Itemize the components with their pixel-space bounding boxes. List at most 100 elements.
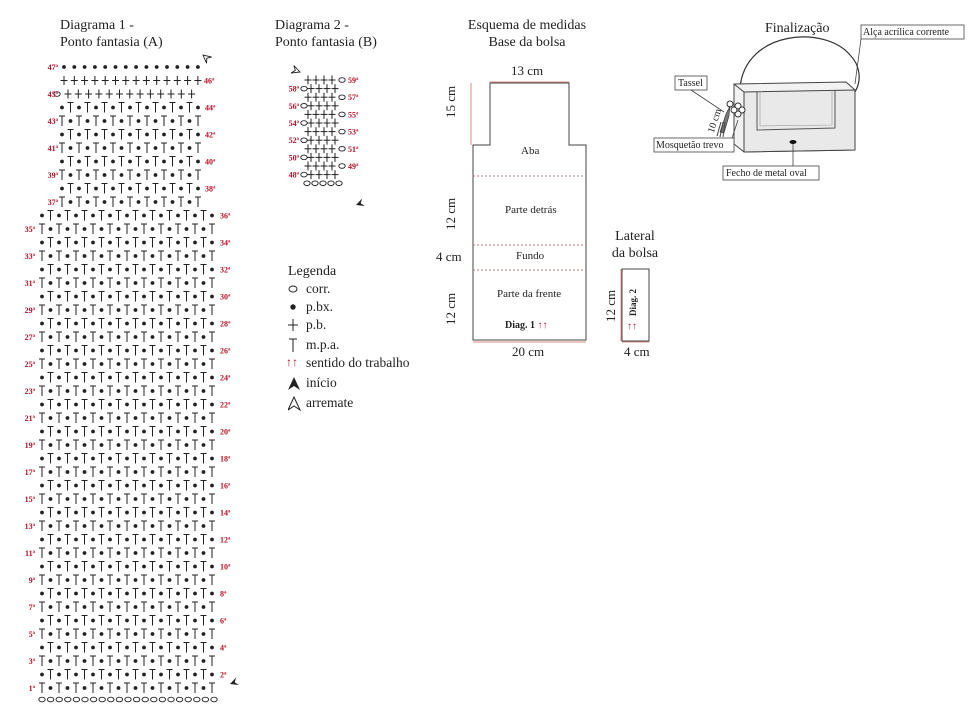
lateral-schematic xyxy=(620,268,650,343)
hdc-stitch xyxy=(166,642,173,653)
single-crochet-stitch xyxy=(125,456,129,461)
single-crochet-stitch xyxy=(74,456,78,461)
hdc-stitch xyxy=(209,412,215,423)
single-crochet-stitch xyxy=(201,281,206,285)
hdc-stitch xyxy=(149,372,156,383)
hdc-stitch xyxy=(209,466,215,477)
single-crochet-stitch xyxy=(210,402,214,407)
plus-stitch xyxy=(312,75,320,85)
single-crochet-stitch xyxy=(111,132,115,137)
single-crochet-stitch xyxy=(167,308,172,312)
hdc-stitch xyxy=(135,102,142,113)
single-crochet-stitch xyxy=(184,254,189,258)
hdc-stitch xyxy=(161,196,167,207)
single-crochet-stitch xyxy=(125,591,129,596)
single-crochet-stitch xyxy=(170,200,175,204)
row-number: 56ª xyxy=(289,102,300,111)
single-crochet-stitch xyxy=(99,227,104,231)
single-crochet-stitch xyxy=(74,591,78,596)
plus-stitch xyxy=(184,76,192,85)
hdc-stitch xyxy=(132,561,139,572)
single-crochet-stitch xyxy=(108,537,112,542)
single-crochet-stitch xyxy=(167,686,172,690)
row-number: 52ª xyxy=(289,136,300,145)
hdc-stitch xyxy=(195,115,201,126)
chain-stitch xyxy=(158,696,167,703)
hdc-stitch xyxy=(93,115,99,126)
single-crochet-stitch xyxy=(40,591,44,596)
plus-stitch xyxy=(304,109,312,119)
single-crochet-stitch xyxy=(65,308,70,312)
hdc-stitch xyxy=(81,453,88,464)
single-crochet-stitch xyxy=(193,267,197,272)
hdc-stitch xyxy=(115,345,122,356)
chain-stitch xyxy=(46,696,55,703)
chain-stitch xyxy=(338,77,346,83)
hdc-stitch xyxy=(47,372,54,383)
hdc-stitch xyxy=(47,264,54,275)
plus-stitch xyxy=(320,161,328,171)
single-crochet-stitch xyxy=(193,591,197,596)
single-crochet-stitch xyxy=(153,146,158,150)
single-crochet-stitch xyxy=(142,213,146,218)
single-crochet-stitch xyxy=(57,402,61,407)
row-number: 34ª xyxy=(220,239,231,248)
single-crochet-stitch xyxy=(187,173,192,177)
hdc-stitch xyxy=(118,102,125,113)
hdc-stitch xyxy=(107,493,113,504)
plus-stitch xyxy=(91,76,99,85)
hdc-stitch xyxy=(47,345,54,356)
single-crochet-stitch xyxy=(193,510,197,515)
hdc-stitch xyxy=(192,547,198,558)
single-crochet-stitch xyxy=(57,591,61,596)
hdc-stitch xyxy=(56,655,62,666)
row-number: 31ª xyxy=(25,279,36,288)
single-crochet-stitch xyxy=(40,321,44,326)
single-crochet-stitch xyxy=(196,159,200,164)
hdc-stitch xyxy=(200,372,207,383)
legend-label: arremate xyxy=(306,395,354,410)
row-number: 40ª xyxy=(205,158,216,167)
single-crochet-stitch xyxy=(99,659,104,663)
hdc-stitch xyxy=(98,561,105,572)
chain-stitch xyxy=(300,137,308,143)
plus-stitch xyxy=(312,127,320,137)
row-number: 32ª xyxy=(220,266,231,275)
single-crochet-stitch xyxy=(201,578,206,582)
hdc-stitch xyxy=(166,426,173,437)
chain-stitch xyxy=(338,163,346,169)
row-number: 54ª xyxy=(289,119,300,128)
single-crochet-stitch xyxy=(125,348,129,353)
hdc-stitch xyxy=(81,669,88,680)
single-crochet-stitch xyxy=(74,618,78,623)
hdc-stitch xyxy=(98,210,105,221)
hdc-stitch xyxy=(166,588,173,599)
hdc-stitch xyxy=(115,534,122,545)
row-number: 51ª xyxy=(348,145,359,154)
single-crochet-stitch xyxy=(40,267,44,272)
hdc-stitch xyxy=(192,493,198,504)
single-crochet-stitch xyxy=(167,227,172,231)
single-crochet-stitch xyxy=(175,65,180,69)
chain-stitch xyxy=(300,103,308,109)
row-number: 28ª xyxy=(220,320,231,329)
hdc-stitch xyxy=(158,547,164,558)
single-crochet-stitch xyxy=(82,389,87,393)
chain-stitch xyxy=(55,696,63,703)
single-crochet-stitch xyxy=(193,672,197,677)
diag1-label: Diag. 1 xyxy=(505,320,535,331)
hdc-stitch xyxy=(192,385,198,396)
single-crochet-stitch xyxy=(48,524,53,528)
single-crochet-stitch xyxy=(150,524,155,528)
hdc-stitch xyxy=(81,345,88,356)
plus-stitch xyxy=(307,135,315,145)
plus-stitch xyxy=(304,161,312,171)
single-crochet-stitch xyxy=(210,537,214,542)
row-number: 43ª xyxy=(48,117,59,126)
diag1-reference: Diag. 1 ↑↑ xyxy=(505,320,548,331)
single-crochet-stitch xyxy=(150,605,155,609)
hdc-stitch xyxy=(175,385,181,396)
single-crochet-stitch xyxy=(74,402,78,407)
single-crochet-stitch xyxy=(201,551,206,555)
hdc-stitch xyxy=(107,520,113,531)
